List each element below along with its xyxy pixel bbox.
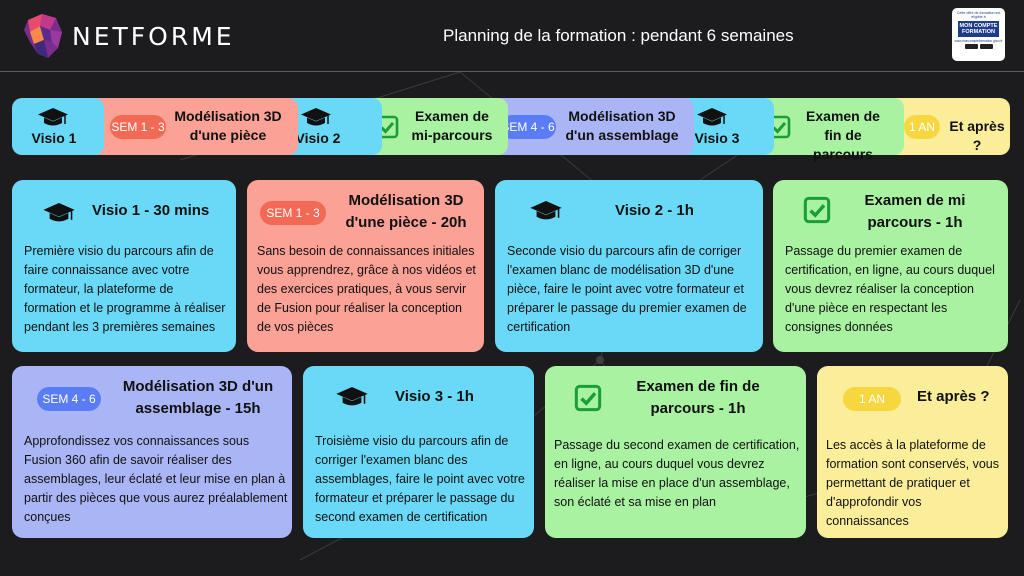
timeline-step-label: Modélisation 3D d'un assemblage — [565, 108, 679, 143]
card-description: Passage du premier examen de certificati… — [785, 244, 995, 334]
card-visio-2: Visio 2 - 1h Seconde visio du parcours a… — [495, 180, 763, 352]
card-title: Examen de fin de parcours - 1h — [636, 378, 760, 417]
card-title: Examen de mi parcours - 1h — [864, 192, 966, 231]
graduation-cap-icon — [38, 108, 68, 126]
app-store-icon — [964, 44, 978, 49]
timeline-step-label: Visio 2 — [295, 130, 341, 146]
card-visio-3: Visio 3 - 1h Troisième visio du parcours… — [303, 366, 534, 538]
card-description: Les accès à la plateforme de formation s… — [826, 438, 999, 528]
card-visio-1: Visio 1 - 30 mins Première visio du parc… — [12, 180, 236, 352]
timeline-step-1: Visio 1 — [12, 98, 104, 155]
graduation-cap-icon — [697, 108, 727, 126]
timeline-step-2: SEM 1 - 3 Modélisation 3D d'une pièce — [84, 98, 298, 155]
card-examen-mi-parcours: Examen de mi parcours - 1h Passage du pr… — [773, 180, 1008, 352]
week-range-pill: SEM 4 - 6 — [500, 115, 556, 139]
card-description: Seconde visio du parcours afin de corrig… — [507, 244, 747, 334]
timeline-step-4: Examen de mi-parcours — [362, 98, 508, 155]
header-divider — [0, 71, 1024, 72]
timeline-step-label: Visio 1 — [31, 130, 77, 146]
app-store-badges — [954, 44, 1003, 49]
card-title: Modélisation 3D d'un assemblage - 15h — [122, 378, 274, 417]
graduation-cap-icon — [301, 108, 331, 126]
card-modelisation-piece: SEM 1 - 3 Modélisation 3D d'une pièce - … — [247, 180, 484, 352]
brand-name: NETFORME — [72, 22, 235, 51]
card-description: Approfondissez vos connaissances sous Fu… — [24, 434, 288, 524]
checkbox-icon — [574, 384, 602, 412]
week-range-pill: SEM 1 - 3 — [110, 115, 166, 139]
card-description: Passage du second examen de certificatio… — [554, 438, 800, 509]
play-store-icon — [979, 44, 993, 49]
week-range-pill: SEM 1 - 3 — [260, 201, 326, 225]
graduation-cap-icon — [336, 387, 368, 406]
card-examen-fin-parcours: Examen de fin de parcours - 1h Passage d… — [545, 366, 806, 538]
card-title: Modélisation 3D d'une pièce - 20h — [345, 192, 467, 231]
badge-eligibility-text: Cette offre de formation est éligible à — [956, 11, 1001, 19]
timeline-step-label: Visio 3 — [694, 130, 740, 146]
timeline-step-label: Et après ? — [949, 118, 1005, 153]
header-bar: NETFORME Planning de la formation : pend… — [0, 0, 1024, 72]
card-description: Troisième visio du parcours afin de corr… — [315, 434, 525, 524]
timeline-step-label: Examen de mi-parcours — [411, 108, 493, 143]
mon-compte-formation-badge: Cette offre de formation est éligible à … — [952, 8, 1005, 61]
card-title: Visio 1 - 30 mins — [92, 202, 210, 219]
card-title: Et après ? — [917, 388, 990, 405]
card-title: Visio 3 - 1h — [395, 388, 474, 405]
timeline-step-label: Modélisation 3D d'une pièce — [174, 108, 282, 143]
duration-pill: 1 AN — [843, 387, 901, 411]
timeline-step-label: Examen de fin de parcours — [806, 108, 880, 162]
badge-mcf-label: MON COMPTE FORMATION — [958, 21, 999, 37]
card-description: Sans besoin de connaissances initiales v… — [257, 244, 476, 334]
timeline-step-7: Examen de fin de parcours — [754, 98, 904, 162]
timeline-bar: 1 AN Et après ? Examen de fin de parcour… — [12, 98, 1010, 162]
graduation-cap-icon — [530, 201, 562, 220]
card-modelisation-assemblage: SEM 4 - 6 Modélisation 3D d'un assemblag… — [12, 366, 292, 538]
netforme-logo-icon — [24, 14, 62, 58]
card-description: Première visio du parcours afin de faire… — [24, 244, 226, 334]
duration-pill: 1 AN — [904, 115, 940, 139]
card-et-apres: 1 AN Et après ? Les accès à la plateform… — [817, 366, 1008, 538]
checkbox-icon — [803, 196, 831, 224]
graduation-cap-icon — [43, 203, 75, 222]
badge-url-text: www.moncompteformation.gouv.fr — [954, 39, 1003, 43]
week-range-pill: SEM 4 - 6 — [37, 387, 101, 411]
page-title: Planning de la formation : pendant 6 sem… — [443, 26, 794, 45]
card-title: Visio 2 - 1h — [615, 202, 694, 219]
timeline-step-5: SEM 4 - 6 Modélisation 3D d'un assemblag… — [490, 98, 694, 155]
